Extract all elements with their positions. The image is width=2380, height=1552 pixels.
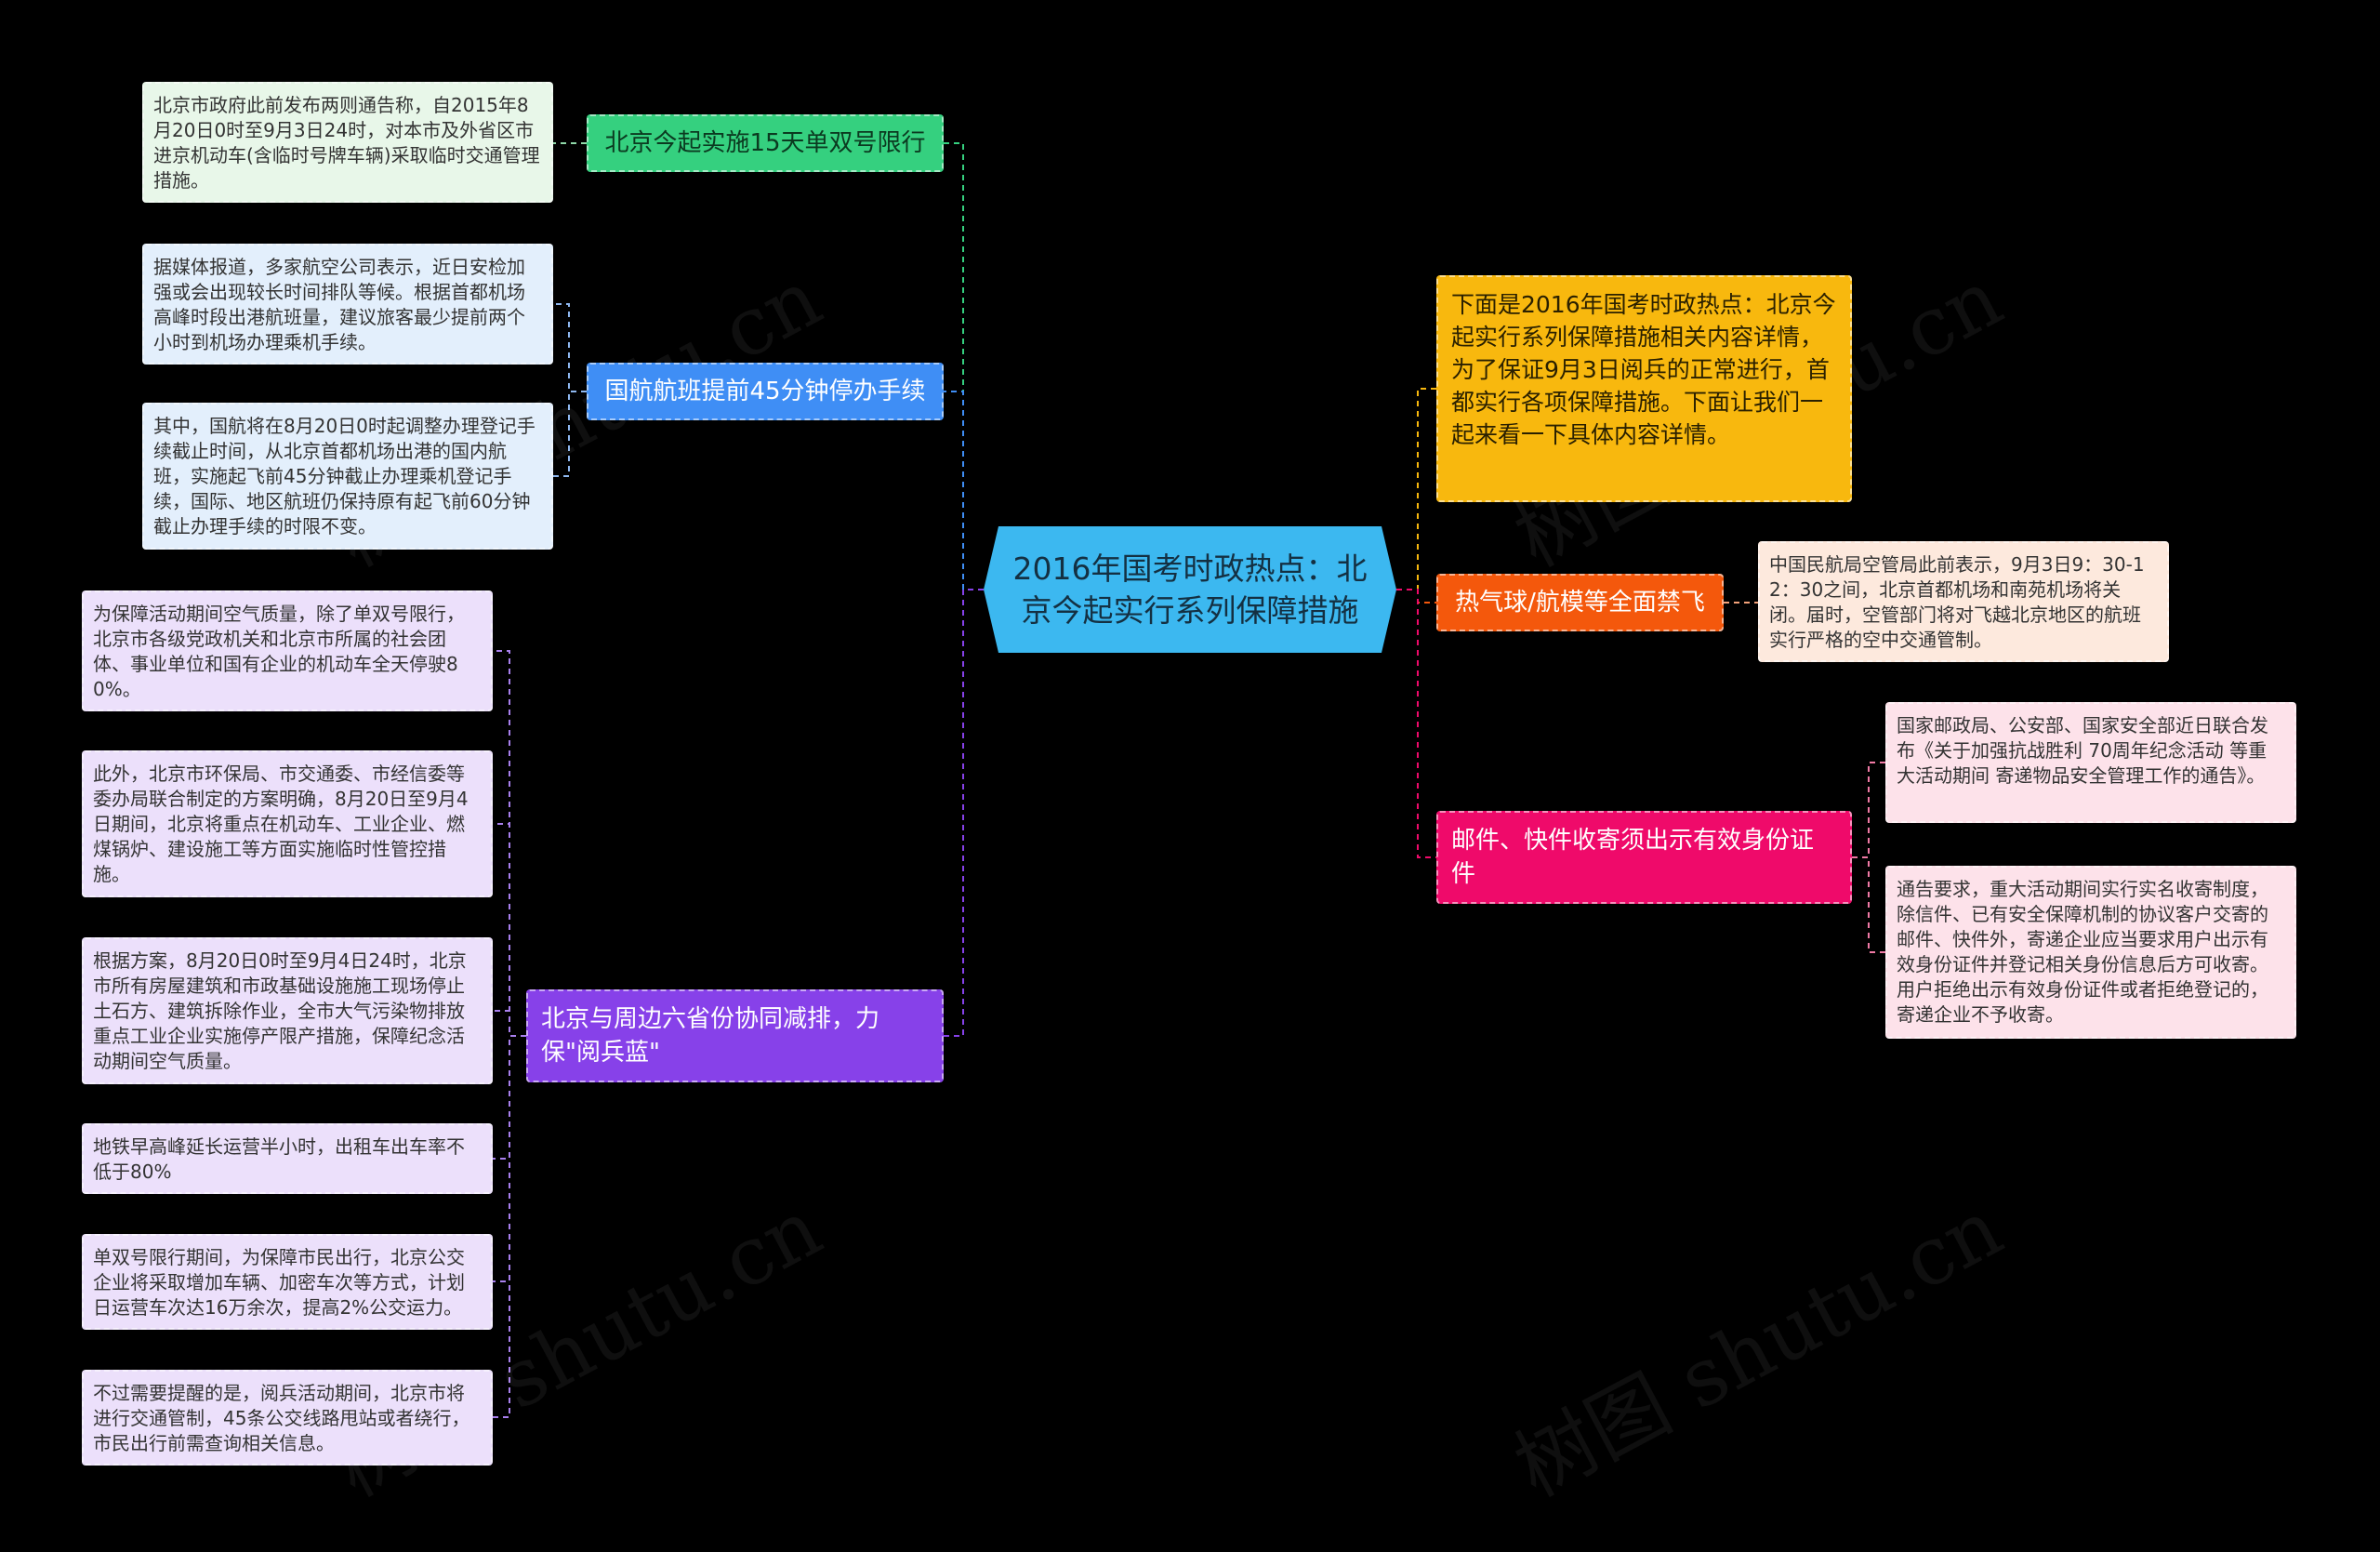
leaf-note[interactable]: 地铁早高峰延长运营半小时，出租车出车率不低于80% xyxy=(82,1123,493,1194)
connector-branch-2-leaf xyxy=(493,1010,526,1037)
connector-branch-2-leaf xyxy=(493,1035,526,1282)
leaf-note[interactable]: 国家邮政局、公安部、国家安全部近日联合发布《关于加强抗战胜利 70周年纪念活动 … xyxy=(1885,702,2296,823)
connector-center-branch-4 xyxy=(1396,589,1436,604)
connector-center-branch-1 xyxy=(944,391,984,590)
connector-branch-2-leaf xyxy=(493,650,526,1037)
connector-center-branch-3 xyxy=(1396,388,1436,590)
leaf-note[interactable]: 北京市政府此前发布两则通告称，自2015年8月20日0时至9月3日24时，对本市… xyxy=(142,82,553,203)
central-topic[interactable]: 2016年国考时政热点：北京今起实行系列保障措施 xyxy=(984,526,1396,653)
connector-center-branch-5 xyxy=(1396,589,1436,858)
leaf-note[interactable]: 单双号限行期间，为保障市民出行，北京公交企业将采取增加车辆、加密车次等方式，计划… xyxy=(82,1234,493,1330)
branch-mail-id-requirement[interactable]: 邮件、快件收寄须出示有效身份证件 xyxy=(1436,811,1852,904)
leaf-note[interactable]: 中国民航局空管局此前表示，9月3日9：30-12：30之间，北京首都机场和南苑机… xyxy=(1758,541,2169,662)
leaf-note[interactable]: 不过需要提醒的是，阅兵活动期间，北京市将进行交通管制，45条公交线路甩站或者绕行… xyxy=(82,1370,493,1466)
connector-branch-2-leaf xyxy=(493,823,526,1037)
branch-air-china-checkin[interactable]: 国航航班提前45分钟停办手续 xyxy=(587,363,944,420)
branch-odd-even-restriction[interactable]: 北京今起实施15天单双号限行 xyxy=(587,114,944,172)
leaf-note[interactable]: 根据方案，8月20日0时至9月4日24时，北京市所有房屋建筑和市政基础设施施工现… xyxy=(82,937,493,1084)
leaf-note[interactable]: 为保障活动期间空气质量，除了单双号限行，北京市各级党政机关和北京市所属的社会团体… xyxy=(82,590,493,711)
leaf-note[interactable]: 据媒体报道，多家航空公司表示，近日安检加强或会出现较长时间排队等候。根据首都机场… xyxy=(142,244,553,365)
leaf-note[interactable]: 此外，北京市环保局、市交通委、市经信委等委办局联合制定的方案明确，8月20日至9… xyxy=(82,750,493,897)
branch-regional-emission-reduction[interactable]: 北京与周边六省份协同减排，力保"阅兵蓝" xyxy=(526,989,944,1082)
branch-balloon-drone-ban[interactable]: 热气球/航模等全面禁飞 xyxy=(1436,574,1724,631)
connector-branch-5-leaf xyxy=(1852,856,1885,953)
branch-intro-summary[interactable]: 下面是2016年国考时政热点：北京今起实行系列保障措施相关内容详情，为了保证9月… xyxy=(1436,275,1852,502)
connector-center-branch-0 xyxy=(944,142,984,590)
leaf-note[interactable]: 其中，国航将在8月20日0时起调整办理登记手续截止时间，从北京首都机场出港的国内… xyxy=(142,403,553,550)
leaf-note[interactable]: 通告要求，重大活动期间实行实名收寄制度，除信件、已有安全保障机制的协议客户交寄的… xyxy=(1885,866,2296,1039)
watermark: 树图 shutu.cn xyxy=(1501,1181,2016,1516)
connector-center-branch-2 xyxy=(944,589,984,1037)
connector-branch-5-leaf xyxy=(1852,762,1885,858)
connector-branch-2-leaf xyxy=(493,1035,526,1160)
